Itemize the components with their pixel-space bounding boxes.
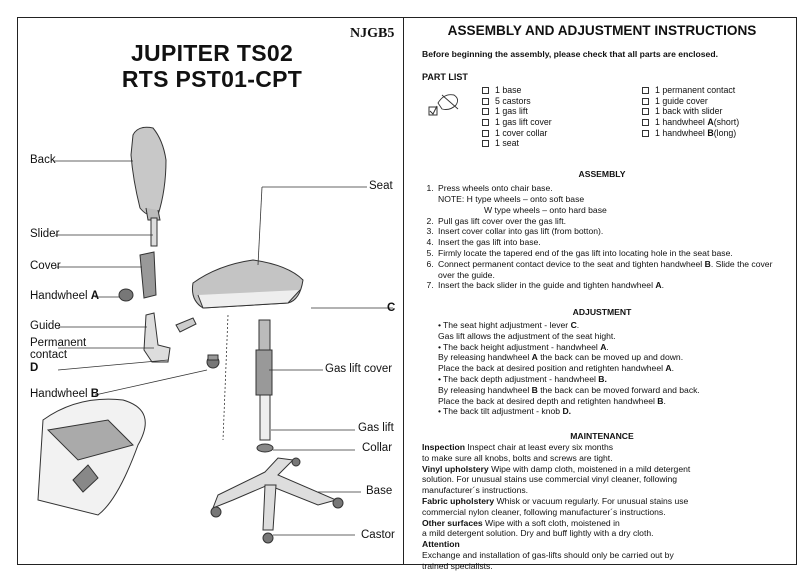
maintenance-line: a mild detergent solution. Dry and buff … (422, 528, 654, 539)
checkbox-icon (482, 108, 489, 116)
part-item: 1 cover collar (482, 128, 552, 139)
assembly-step: Insert the back slider in the guide and … (436, 280, 782, 291)
part-item: 1 seat (482, 138, 552, 149)
label-handwheel-b: Handwheel B (30, 388, 100, 400)
assembly-step: Press wheels onto chair base. NOTE: H ty… (436, 183, 782, 215)
part-item: 1 gas lift (482, 106, 552, 118)
handwheel-a-part (118, 288, 134, 302)
adjustment-line: By releasing handwheel B the back can be… (438, 384, 700, 395)
assembly-step: Insert cover collar into gas lift (from … (436, 226, 782, 237)
checkbox-icon (642, 118, 649, 126)
checkbox-icon (482, 129, 489, 137)
maintenance-line: to make sure all knobs, bolts and screws… (422, 452, 613, 463)
adjustment-line: Place the back at desired position and r… (438, 363, 675, 374)
label-collar: Collar (362, 442, 393, 454)
label-c: C (387, 302, 396, 314)
guide-part (143, 312, 171, 363)
maintenance-line: manufacturer´s instructions. (422, 485, 529, 496)
adjustment-line: The back tilt adjustment - knob D. (438, 406, 782, 417)
part-item: 1 permanent contact (642, 85, 739, 96)
label-gas-lift: Gas lift (358, 422, 394, 434)
label-back: Back (30, 154, 56, 166)
label-handwheel-a: Handwheel A (30, 290, 100, 302)
label-cover: Cover (30, 260, 61, 272)
part-item: 1 back with slider (642, 106, 739, 118)
back-part (130, 126, 167, 217)
part-item: 5 castors (482, 96, 552, 107)
maintenance-text: Inspection Inspect chair at least every … (422, 442, 782, 572)
part-list: 1 base 5 castors 1 gas lift 1 gas lift c… (422, 85, 782, 151)
part-item: 1 base (482, 85, 552, 96)
gas-lift-part (259, 394, 271, 441)
assembly-title: ASSEMBLY (578, 169, 626, 180)
assembly-step: Connect permanent contact device to the … (436, 259, 782, 281)
castor-part (210, 506, 222, 518)
checkbox-icon (642, 129, 649, 137)
label-castor: Castor (361, 529, 395, 541)
adjustment-line: Place the back at desired depth and reti… (438, 395, 666, 406)
assembly-step: Pull gas lift cover over the gas lift. (436, 216, 782, 227)
maintenance-line: Attention (422, 539, 460, 550)
instructions-title: ASSEMBLY AND ADJUSTMENT INSTRUCTIONS (447, 23, 757, 38)
product-code: NJGB5 (350, 26, 395, 41)
label-base: Base (366, 485, 393, 497)
intro-text: Before beginning the assembly, please ch… (422, 48, 718, 59)
checkbox-icon (642, 97, 649, 105)
instructions-column: ASSEMBLY AND ADJUSTMENT INSTRUCTIONS Bef… (422, 22, 782, 571)
maintenance-line: Exchange and installation of gas-lifts s… (422, 549, 674, 560)
maintenance-line: Fabric upholstery Whisk or vacuum regula… (422, 495, 689, 506)
product-title-line1: JUPITER TS02 (130, 40, 294, 66)
maintenance-line: Vinyl upholstery Wipe with damp cloth, m… (422, 463, 691, 474)
checkbox-icon (642, 108, 649, 116)
chair-exploded-diagram (37, 126, 393, 544)
cover-part (139, 251, 157, 299)
maintenance-line: Other surfaces Wipe with a soft cloth, m… (422, 517, 620, 528)
maintenance-title: MAINTENANCE (570, 431, 634, 442)
label-contact: contact (30, 349, 68, 361)
part-item: 1 handwheel B (long) (642, 128, 739, 139)
checkbox-icon (482, 87, 489, 95)
assembly-step: Firmly locate the tapered end of the gas… (436, 248, 782, 259)
maintenance-line: trained specialists. (422, 560, 493, 571)
maintenance-line: commercial nylon cleaner, following manu… (422, 506, 666, 517)
label-d: D (30, 362, 39, 374)
assembly-steps: Press wheels onto chair base. NOTE: H ty… (422, 183, 782, 291)
parts-left-column: 1 base 5 castors 1 gas lift 1 gas lift c… (482, 85, 552, 149)
product-title-line2: RTS PST01-CPT (121, 66, 303, 92)
label-guide: Guide (30, 320, 61, 332)
collar-part (256, 443, 274, 453)
checklist-hand-icon (428, 94, 459, 116)
page-frame (17, 17, 797, 565)
part-item: 1 handwheel A (short) (642, 117, 739, 128)
label-slider: Slider (30, 228, 60, 240)
checkbox-icon (482, 140, 489, 148)
checkbox-icon (482, 118, 489, 126)
part-item: 1 gas lift cover (482, 117, 552, 128)
checkbox-icon (482, 97, 489, 105)
parts-right-column: 1 permanent contact 1 guide cover 1 back… (642, 85, 739, 138)
adjustment-line: Gas lift allows the adjustment of the se… (438, 330, 616, 341)
adjustment-title: ADJUSTMENT (572, 307, 632, 318)
adjustment-line: The back depth adjustment - handwheel B. (438, 374, 782, 385)
maintenance-line: Inspection Inspect chair at least every … (422, 441, 614, 452)
adjustment-line: By releasing handwheel A the back can be… (438, 352, 684, 363)
adjustment-line: The seat hight adjustment - lever C. (438, 320, 782, 331)
adjustment-text: The seat hight adjustment - lever C. Gas… (422, 320, 782, 417)
label-gas-lift-cover: Gas lift cover (325, 363, 393, 375)
adjustment-line: The back height adjustment - handwheel A… (438, 342, 782, 353)
label-permanent: Permanent (30, 337, 87, 349)
part-item: 1 guide cover (642, 96, 739, 107)
detail-circle (37, 398, 146, 516)
label-seat: Seat (369, 180, 393, 192)
assembly-step: Insert the gas lift into base. (436, 237, 782, 248)
part-list-title: PART LIST (422, 71, 468, 82)
base-part (212, 457, 338, 509)
maintenance-line: solution. For unusual stains use commerc… (422, 474, 678, 485)
checkbox-icon (642, 87, 649, 95)
column-divider (403, 17, 404, 565)
